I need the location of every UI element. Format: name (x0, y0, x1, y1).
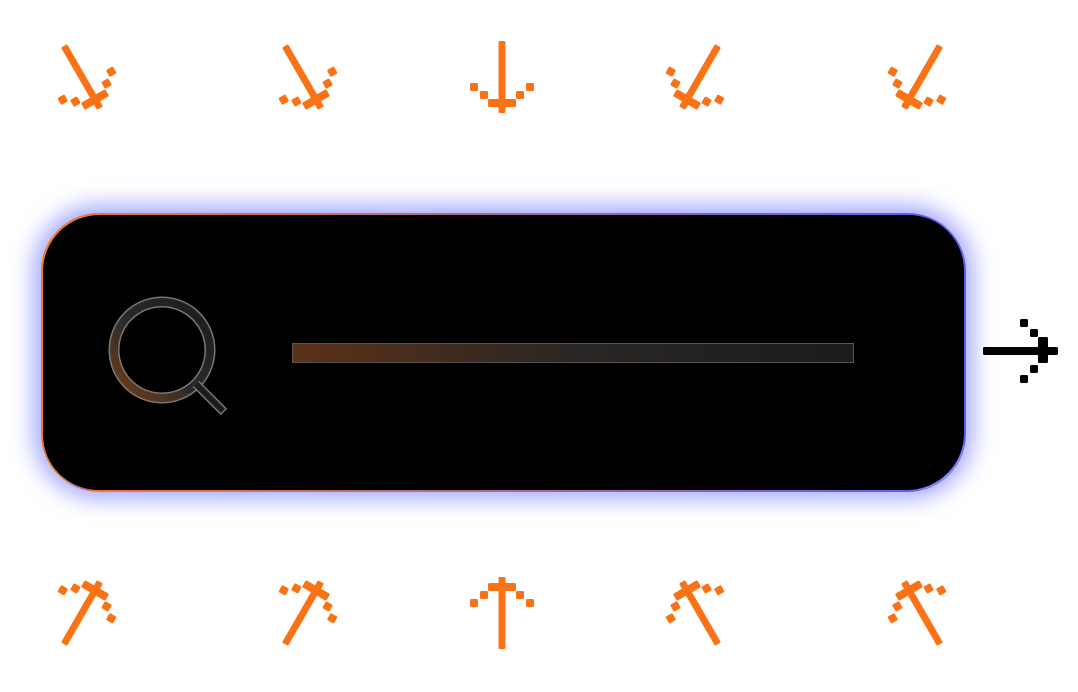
pixel-arrow-icon (248, 22, 357, 131)
pixel-arrow-icon (27, 22, 136, 131)
pixel-arrow-icon (462, 573, 542, 653)
magnifier-icon[interactable] (106, 294, 236, 424)
pixel-arrow-icon (462, 37, 542, 117)
pixel-arrow-icon (867, 558, 976, 667)
pixel-arrow-icon (248, 558, 357, 667)
search-input[interactable] (292, 343, 854, 363)
pixel-arrow-icon (645, 558, 754, 667)
pixel-arrow-icon (27, 558, 136, 667)
pixel-arrow-icon (867, 22, 976, 131)
pixel-arrow-icon (645, 22, 754, 131)
arrow-right-icon[interactable] (980, 312, 1060, 392)
search-box (41, 213, 965, 491)
